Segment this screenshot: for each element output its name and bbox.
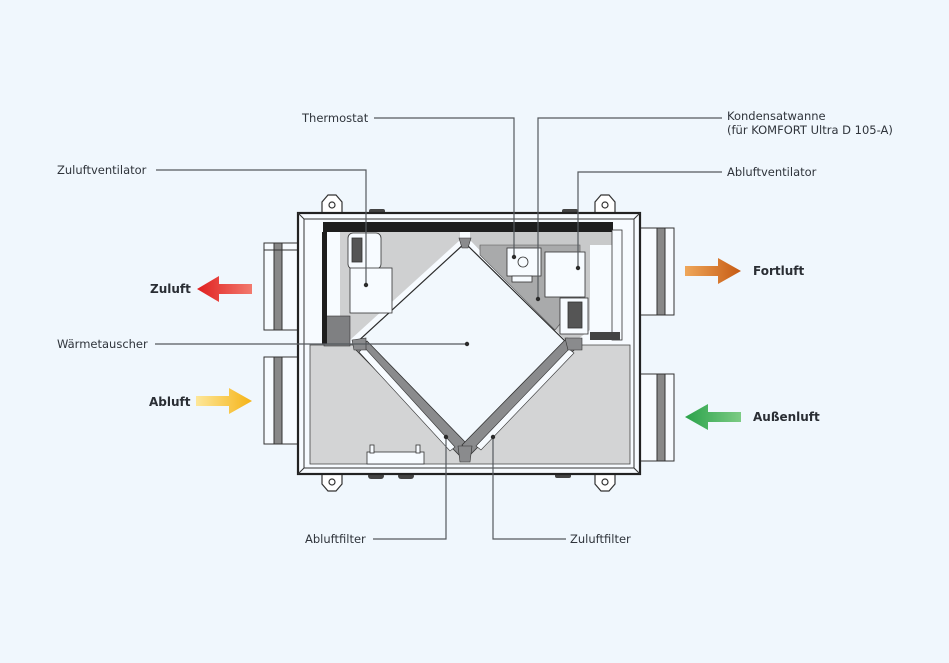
- leader-kondensatwanne: [537, 117, 722, 299]
- duct-connector-fortluft: [639, 227, 675, 316]
- leader-lines: [155, 117, 722, 540]
- duct-connector-zuluft: [263, 242, 299, 331]
- duct-connector-abluft: [263, 356, 299, 445]
- heat-exchanger: [351, 237, 583, 463]
- label-kondensatwanne: Kondensatwanne (für KOMFORT Ultra D 105-…: [727, 109, 893, 137]
- abluft-fan: [544, 251, 589, 335]
- duct-connector-aussenluft: [639, 373, 675, 462]
- bottom-component: [366, 444, 425, 465]
- fortluft-arrow-icon: [685, 258, 741, 284]
- thermostat-component: [506, 247, 542, 283]
- leader-abluftfilter: [373, 437, 447, 540]
- label-zuluftfilter: Zuluftfilter: [570, 532, 631, 546]
- zuluft-arrow-icon: [197, 276, 252, 302]
- leader-abluftventilator: [577, 171, 722, 268]
- label-zuluft: Zuluft: [150, 282, 191, 296]
- label-abluftventilator: Abluftventilator: [727, 165, 817, 179]
- aussenluft-arrow-icon: [685, 404, 741, 430]
- label-aussenluft: Außenluft: [753, 410, 820, 424]
- leader-thermostat: [374, 117, 515, 257]
- label-abluft: Abluft: [149, 395, 191, 409]
- label-zuluftventilator: Zuluftventilator: [57, 163, 147, 177]
- label-fortluft: Fortluft: [753, 264, 805, 278]
- leader-zuluftventilator: [156, 169, 367, 285]
- zuluft-fan: [347, 232, 393, 314]
- label-waermetauscher: Wärmetauscher: [57, 337, 148, 351]
- leader-zuluftfilter: [492, 437, 566, 540]
- leader-dots: [363, 254, 581, 440]
- label-thermostat: Thermostat: [302, 111, 369, 125]
- label-abluftfilter: Abluftfilter: [305, 532, 366, 546]
- abluft-arrow-icon: [196, 388, 252, 414]
